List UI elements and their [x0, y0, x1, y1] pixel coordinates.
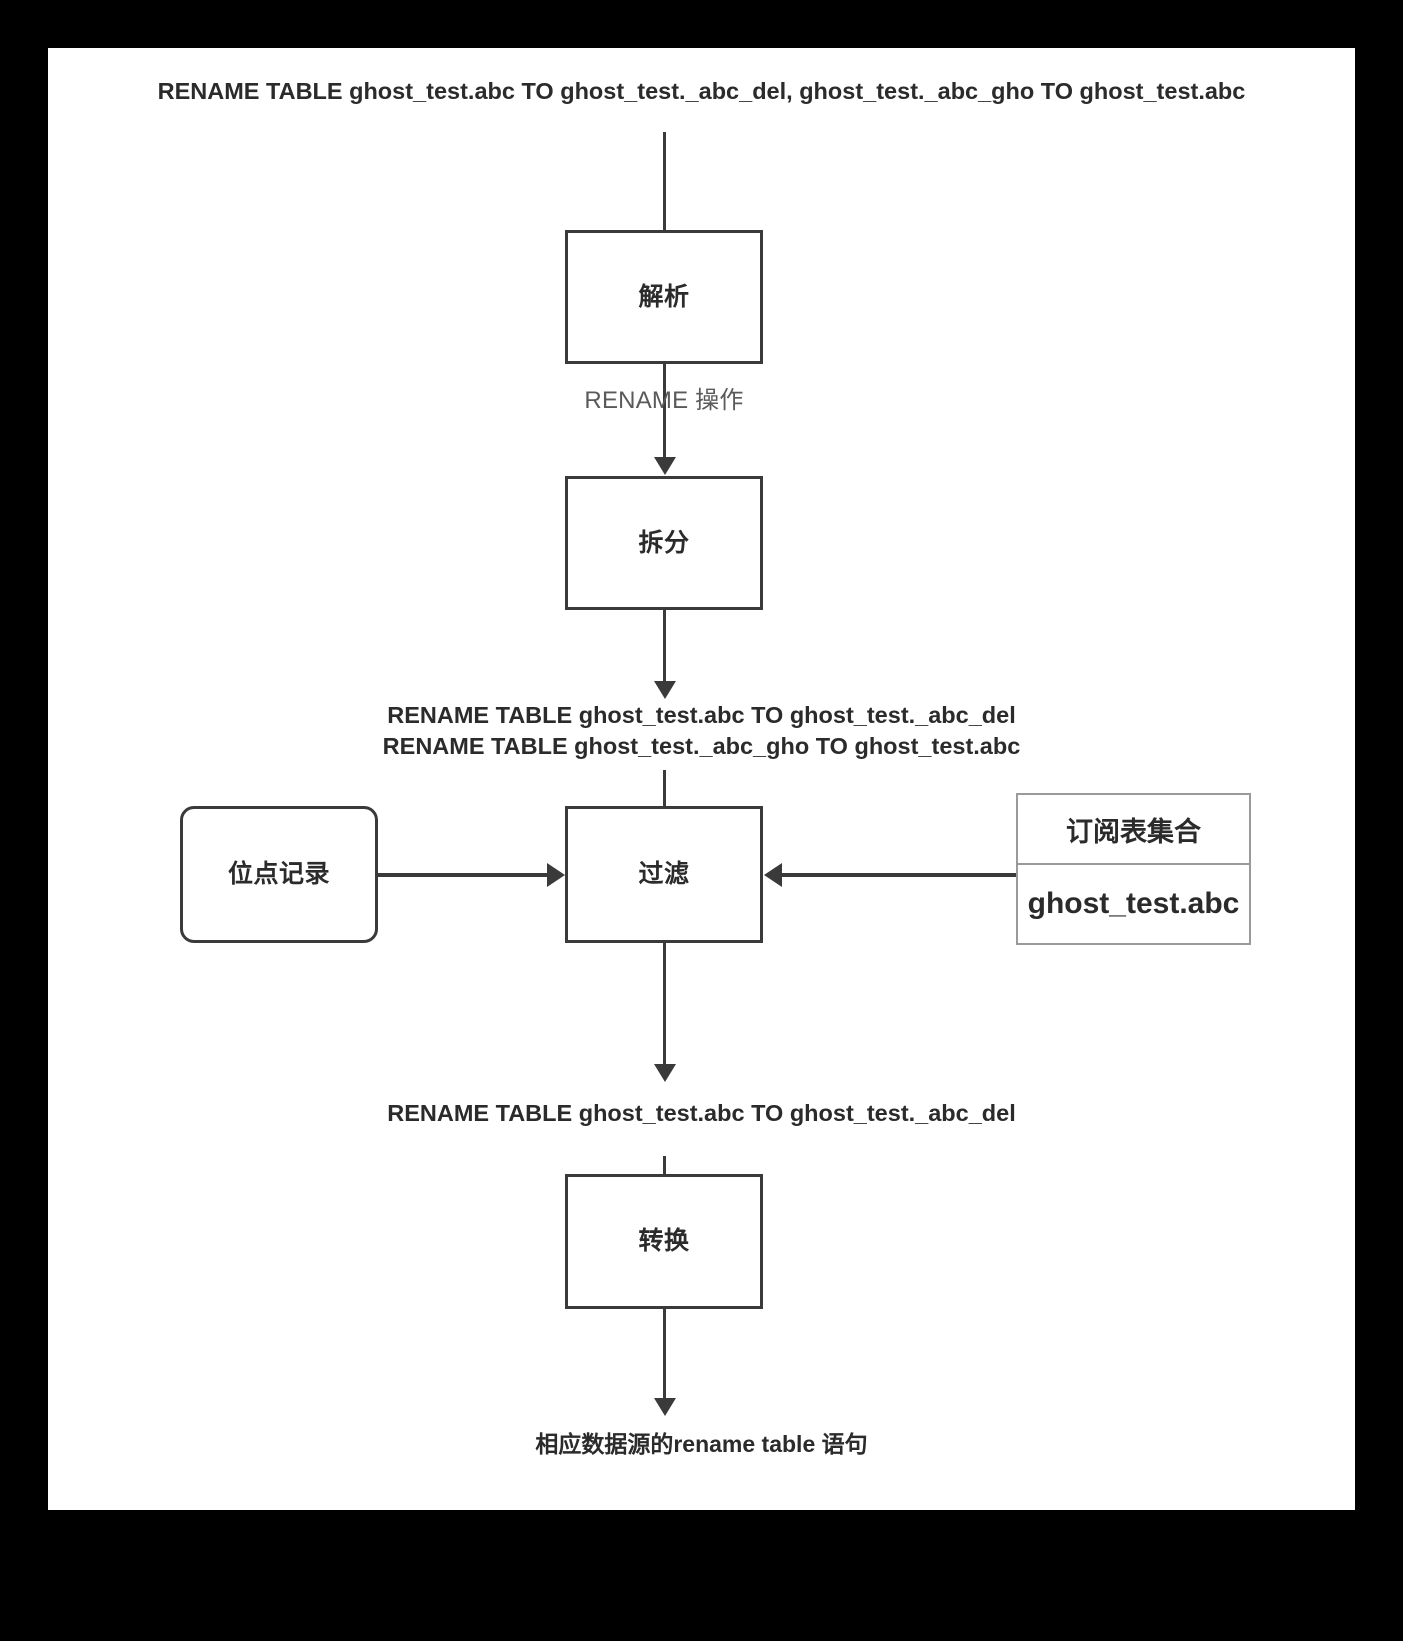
- arrow-output-to-filter: [663, 770, 666, 838]
- filter-output-text: RENAME TABLE ghost_test.abc TO ghost_tes…: [387, 1100, 1016, 1126]
- subscription-table-header: 订阅表集合: [1018, 795, 1249, 865]
- node-transform[interactable]: 转换: [565, 1174, 763, 1309]
- arrow-parse-to-split: [663, 364, 666, 458]
- final-output-text: 相应数据源的rename table 语句: [535, 1431, 868, 1457]
- node-checkpoint-record[interactable]: 位点记录: [180, 806, 378, 943]
- arrow-title-to-parse: [663, 132, 666, 234]
- arrow-split-to-output: [663, 610, 666, 682]
- split-output-text: RENAME TABLE ghost_test.abc TO ghost_tes…: [48, 700, 1355, 761]
- node-filter-label: 过滤: [638, 860, 690, 888]
- edge-label-rename-operation: RENAME 操作: [584, 387, 744, 414]
- subscription-table[interactable]: 订阅表集合 ghost_test.abc: [1016, 793, 1251, 945]
- input-sql-statement: RENAME TABLE ghost_test.abc TO ghost_tes…: [157, 78, 1246, 104]
- arrow-transform-to-final: [663, 1309, 666, 1399]
- arrow-filter-to-output: [663, 943, 666, 1065]
- arrow-checkpoint-to-filter: [378, 873, 548, 877]
- node-checkpoint-record-label: 位点记录: [227, 860, 330, 888]
- split-output-line-2: RENAME TABLE ghost_test._abc_gho TO ghos…: [382, 732, 1021, 759]
- diagram-canvas: RENAME TABLE ghost_test.abc TO ghost_tes…: [48, 48, 1355, 1510]
- arrow-subscription-to-filter: [781, 873, 1016, 877]
- node-parse[interactable]: 解析: [565, 230, 763, 364]
- subscription-table-row: ghost_test.abc: [1027, 887, 1240, 920]
- node-filter[interactable]: 过滤: [565, 806, 763, 943]
- node-parse-label: 解析: [638, 282, 690, 311]
- split-output-line-1: RENAME TABLE ghost_test.abc TO ghost_tes…: [387, 702, 1016, 728]
- node-transform-label: 转换: [638, 1227, 690, 1255]
- node-split-label: 拆分: [638, 528, 690, 557]
- node-split[interactable]: 拆分: [565, 476, 763, 610]
